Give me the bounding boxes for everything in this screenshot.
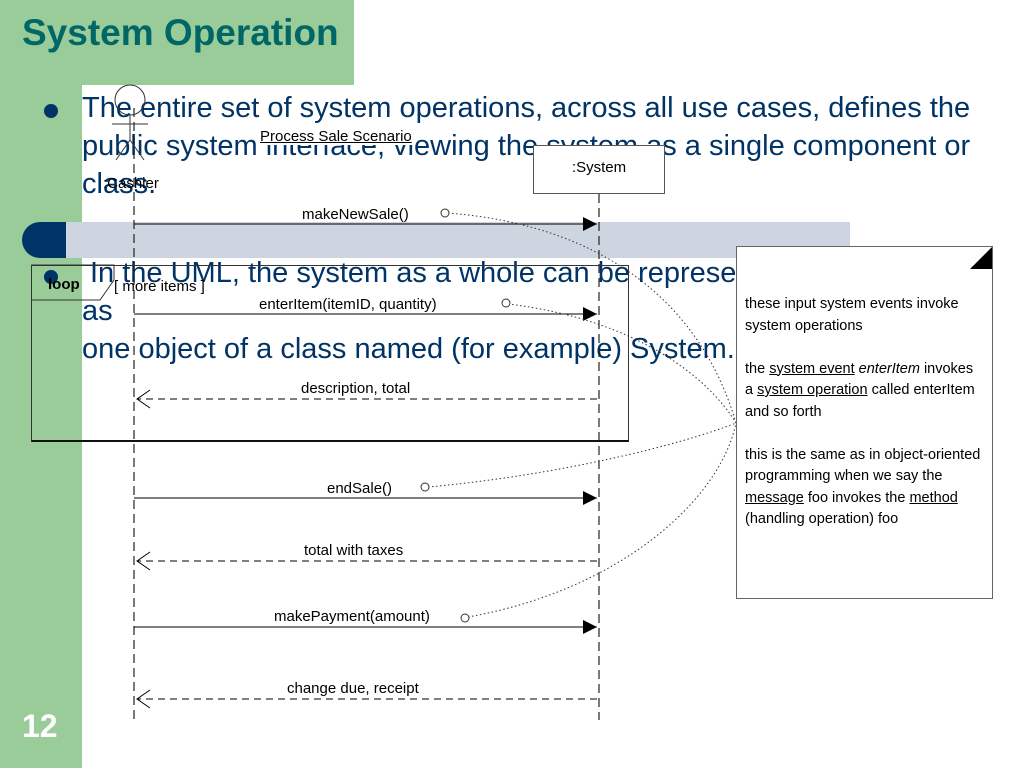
actor-leg-icon — [115, 139, 131, 161]
return-arrowhead — [136, 551, 151, 571]
system-object: :System — [533, 145, 665, 194]
loop-guard: [ more items ] — [114, 278, 205, 295]
actor-head-icon — [114, 84, 146, 116]
bullet-2-line-1: In the UML, the system as a whole can be… — [82, 257, 793, 327]
actor-leg-icon — [129, 139, 145, 161]
cashier-label: :Cashier — [103, 175, 159, 192]
method-term: method — [909, 489, 958, 506]
message-label: change due, receipt — [287, 680, 419, 697]
bullet-2-line-2: one object of a class named (for example… — [82, 333, 735, 365]
note-anchor-line — [427, 422, 737, 488]
divider-bar — [66, 222, 850, 258]
divider-bar-cap — [22, 222, 68, 258]
note-corner-fold-icon — [970, 247, 992, 269]
note-para-1: these input system events invoke system … — [745, 296, 959, 334]
note-anchor-icon — [440, 208, 450, 218]
bullet-icon — [44, 104, 58, 118]
message-label: endSale() — [327, 480, 393, 497]
bullet-icon — [44, 270, 58, 284]
bullet-2-text: In the UML, the system as a whole can be… — [82, 254, 802, 368]
frame-title: Process Sale Scenario — [258, 128, 414, 145]
note-box: these input system events invoke system … — [736, 246, 993, 599]
return-arrowhead — [136, 689, 151, 709]
message-label: enterItem(itemID, quantity) — [259, 296, 437, 313]
message-label: makeNewSale() — [302, 206, 409, 223]
slide-title: System Operation — [22, 12, 339, 53]
note-anchor-line — [507, 303, 737, 424]
return-arrowhead — [136, 389, 151, 409]
page-number: 12 — [22, 708, 58, 744]
left-green-band — [0, 0, 82, 768]
message-label: description, total — [301, 380, 411, 397]
note-anchor-icon — [420, 482, 430, 492]
enteritem-term: enterItem — [858, 360, 920, 377]
note-anchor-icon — [501, 298, 511, 308]
note-anchor-icon — [460, 613, 470, 623]
message-term: message — [745, 489, 804, 506]
note-para-3: this is the same as in object-oriented p… — [745, 446, 981, 528]
loop-frame — [31, 265, 629, 442]
note-para-2: the system event enterItem invokes a sys… — [745, 360, 975, 420]
title-background — [0, 0, 354, 85]
message-label: total with taxes — [304, 542, 404, 559]
loop-operator-label: loop — [48, 276, 80, 293]
system-event-term: system event — [769, 360, 855, 377]
note-anchor-line — [467, 422, 737, 618]
message-label: makePayment(amount) — [274, 608, 430, 625]
system-operation-term: system operation — [757, 382, 868, 398]
note-anchor-line — [447, 212, 737, 424]
bullet-1-text: The entire set of system operations, acr… — [82, 92, 971, 200]
